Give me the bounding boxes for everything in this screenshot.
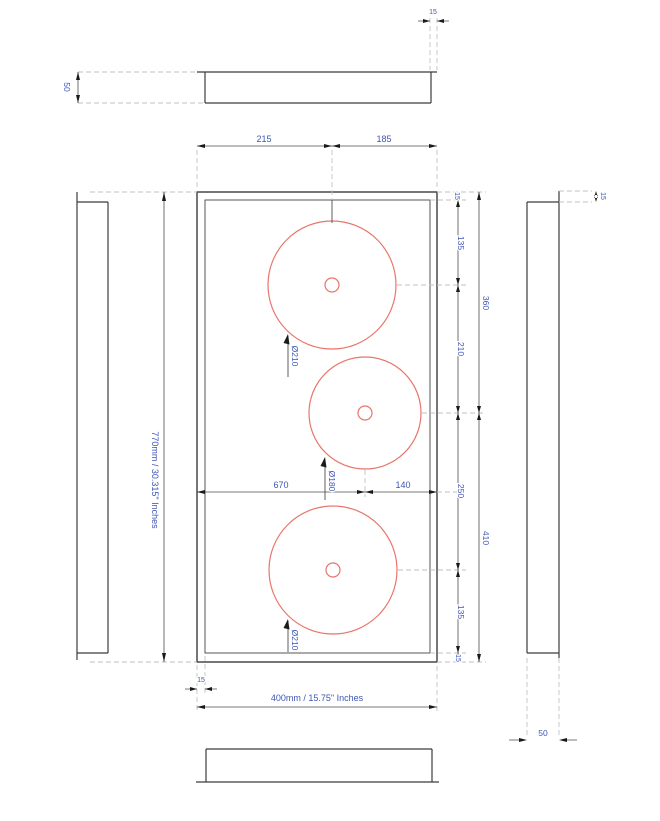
cutout-label-3: Ø210 <box>290 630 300 651</box>
chain-label-15-top: 15 <box>453 192 460 200</box>
cutout-pilot-hole-1 <box>324 277 340 293</box>
bottom-left-inset-dim-arrows <box>190 687 212 691</box>
dim-label-140: 140 <box>395 480 410 490</box>
top-dimension-group: 215 185 <box>197 133 437 148</box>
chain-label-135-top: 135 <box>456 236 466 250</box>
cutout-leader-2-arrowhead <box>320 457 327 468</box>
cutout-pilot-hole-2 <box>357 405 373 421</box>
cutout-leader-3-arrowhead <box>283 619 290 630</box>
bottom-left-inset-dim-label: 15 <box>197 677 205 684</box>
height-dimension-group: 770mm / 30.315" Inches <box>149 192 166 662</box>
cutout-circle-1 <box>267 220 397 350</box>
chain-label-15-bottom: 15 <box>454 654 461 662</box>
top-view-outline <box>197 71 437 104</box>
dim-label-215: 215 <box>256 134 271 144</box>
span-label-410: 410 <box>481 531 491 545</box>
right-inner-chain-arrows <box>456 192 460 662</box>
cutout-pilot-hole-3 <box>325 562 341 578</box>
side-flange-offset-label: 15 <box>599 192 606 200</box>
front-view-inner-rect <box>204 199 431 654</box>
bottom-view-outline <box>196 748 439 783</box>
top-view: 50 15 <box>61 8 449 104</box>
cutout-label-2: Ø180 <box>327 471 337 492</box>
right-inner-chain-group: 15 135 210 250 135 15 <box>452 191 468 663</box>
dim-label-185: 185 <box>376 134 391 144</box>
top-depth-dim-arrows <box>76 72 80 103</box>
left-side-view <box>76 192 109 660</box>
top-depth-dim-label: 50 <box>62 82 72 92</box>
right-outer-chain-group: 360 410 <box>477 192 492 662</box>
right-side-view-extension-lines <box>526 190 592 738</box>
chain-label-135-bottom: 135 <box>456 605 466 619</box>
front-view <box>196 191 438 663</box>
side-depth-dim-arrows <box>519 738 567 742</box>
panel-height-label: 770mm / 30.315" Inches <box>150 431 160 529</box>
chain-label-210: 210 <box>456 342 466 356</box>
span-label-360: 360 <box>481 296 491 310</box>
panel-width-label: 400mm / 15.75" Inches <box>271 693 364 703</box>
cutout-label-1: Ø210 <box>290 346 300 367</box>
left-side-view-outline <box>76 192 109 660</box>
middle-dimension-group: 670 140 <box>197 479 437 494</box>
cutout-leader-3: Ø210 <box>283 619 301 652</box>
cutout-leader-2: Ø180 <box>320 457 338 500</box>
cutout-circle-3 <box>268 505 398 635</box>
front-view-outer-rect <box>196 191 438 663</box>
extension-lines <box>90 150 486 712</box>
dim-label-670: 670 <box>273 480 288 490</box>
cutout-circle-2 <box>308 356 422 470</box>
width-dimension-group: 400mm / 15.75" Inches 15 <box>185 676 437 709</box>
cutout-leader-1-arrowhead <box>283 334 290 345</box>
cutout-leader-1: Ø210 <box>283 334 301 377</box>
right-side-view: 15 50 <box>509 190 607 742</box>
side-depth-dim-label: 50 <box>538 728 548 738</box>
top-right-inset-dim-arrows <box>423 19 444 23</box>
chain-label-250: 250 <box>456 484 466 498</box>
top-right-inset-dim-label: 15 <box>429 9 437 16</box>
bottom-view <box>196 748 439 783</box>
right-side-view-outline <box>526 191 560 658</box>
side-flange-offset-arrows <box>594 191 598 202</box>
top-view-extension-lines <box>78 18 438 104</box>
